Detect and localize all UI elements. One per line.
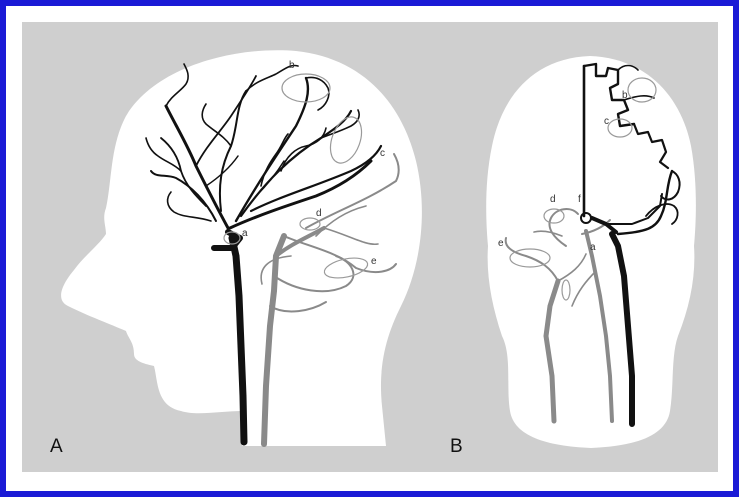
marker-c-label: c <box>380 148 385 159</box>
marker-a-label: a <box>242 228 248 239</box>
marker-f-label-b: f <box>578 194 581 205</box>
marker-c-label-b: c <box>604 116 609 127</box>
panel-a-letter: A <box>50 436 63 457</box>
marker-e-label-b: e <box>498 238 504 249</box>
marker-b-label: b <box>289 60 295 71</box>
marker-d-label-b: d <box>550 194 556 205</box>
marker-e-label: e <box>371 256 377 267</box>
marker-a-label-b: a <box>590 242 596 253</box>
marker-b-label-b: b <box>622 90 628 101</box>
marker-d-label: d <box>316 208 322 219</box>
panel-b-letter: B <box>450 436 463 457</box>
cerebral-vessel-diagram: a b c d e A <box>6 6 733 491</box>
